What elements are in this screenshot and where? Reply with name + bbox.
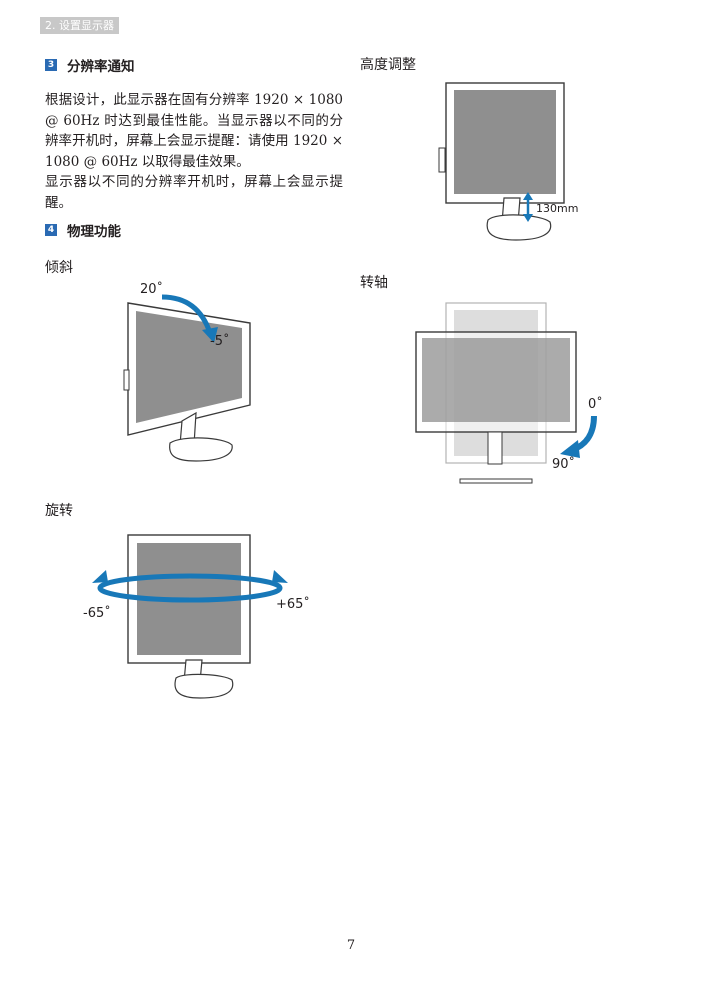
tilt-arrow — [161, 294, 213, 334]
tilt-angle-up: 20˚ — [140, 281, 163, 297]
resolution-body: 根据设计，此显示器在固有分辨率 1920 × 1080 @ 60Hz 时达到最佳… — [45, 90, 343, 213]
swivel-figure: -65˚ +65˚ — [83, 534, 310, 699]
resolution-paragraph-2: 显示器以不同的分辨率开机时，屏幕上会显示提醒。 — [45, 174, 343, 211]
swivel-angle-left: -65˚ — [83, 605, 111, 621]
tilt-label: 倾斜 — [45, 260, 73, 276]
resolution-title: 分辨率通知 — [67, 59, 135, 75]
pivot-figure: 0˚ 90˚ — [415, 302, 603, 484]
swivel-arrow-head-left — [92, 570, 108, 583]
pivot-arrow-head — [560, 440, 580, 458]
swivel-label: 旋转 — [45, 503, 73, 519]
tilt-arrow-head — [202, 327, 218, 343]
section-tab: 2. 设置显示器 — [40, 17, 119, 34]
tilt-figure: 20˚ -5˚ — [123, 281, 251, 462]
height-figure: 130mm — [438, 82, 578, 241]
page-number: 7 — [346, 938, 356, 953]
height-label: 高度调整 — [360, 57, 416, 73]
landscape-monitor — [415, 331, 577, 484]
height-arrow-head-down — [523, 214, 533, 222]
pivot-label: 转轴 — [360, 275, 388, 291]
physical-title: 物理功能 — [67, 224, 121, 240]
section-number-badge: 4 — [45, 224, 57, 236]
swivel-arrow-head-right — [272, 570, 288, 583]
pivot-angle-start: 0˚ — [588, 396, 603, 412]
monitor-illustration — [438, 82, 565, 241]
physical-heading: 4 物理功能 — [45, 220, 121, 240]
resolution-paragraph-1: 根据设计，此显示器在固有分辨率 1920 × 1080 @ 60Hz 时达到最佳… — [45, 92, 343, 170]
swivel-angle-right: +65˚ — [276, 596, 310, 612]
tilt-angle-down: -5˚ — [210, 333, 229, 349]
section-number-badge: 3 — [45, 59, 57, 71]
pivot-angle-end: 90˚ — [552, 456, 575, 472]
monitor-illustration — [127, 534, 251, 699]
swivel-arrow — [97, 573, 283, 603]
monitor-illustration — [123, 302, 251, 462]
height-range: 130mm — [536, 202, 578, 215]
resolution-heading: 3 分辨率通知 — [45, 55, 135, 75]
height-arrow-head-up — [523, 192, 533, 200]
